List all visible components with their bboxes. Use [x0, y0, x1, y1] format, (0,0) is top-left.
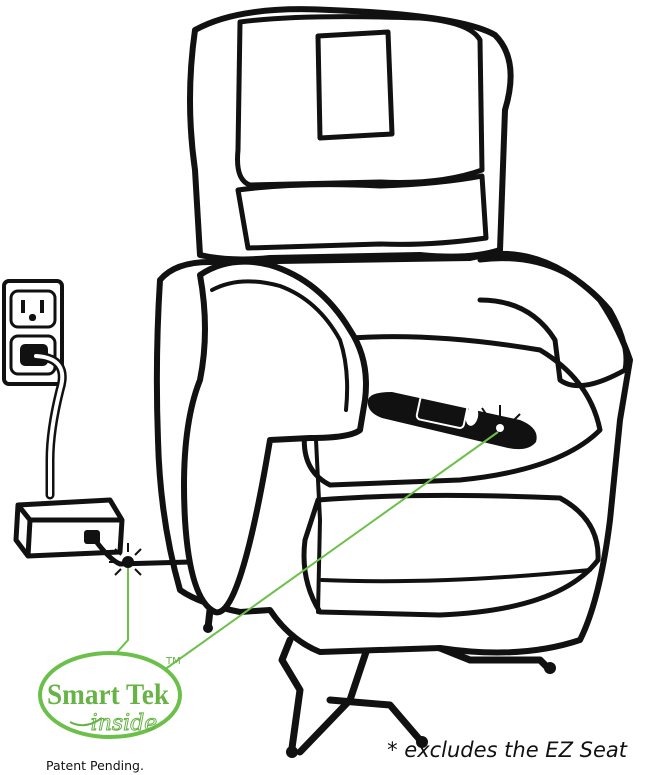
lift-chair-icon: [157, 9, 630, 758]
patent-pending-text: Patent Pending.: [46, 758, 144, 773]
logo-script-text: inside: [91, 711, 158, 736]
power-adapter-icon: [16, 500, 122, 556]
logo-trademark: TM: [165, 656, 181, 667]
logo-brand-text: Smart Tek: [47, 678, 169, 711]
footnote-text: * excludes the EZ Seat: [387, 738, 627, 762]
smart-tek-logo: Smart Tek inside TM: [40, 653, 181, 737]
wall-outlet-icon: [4, 281, 62, 384]
